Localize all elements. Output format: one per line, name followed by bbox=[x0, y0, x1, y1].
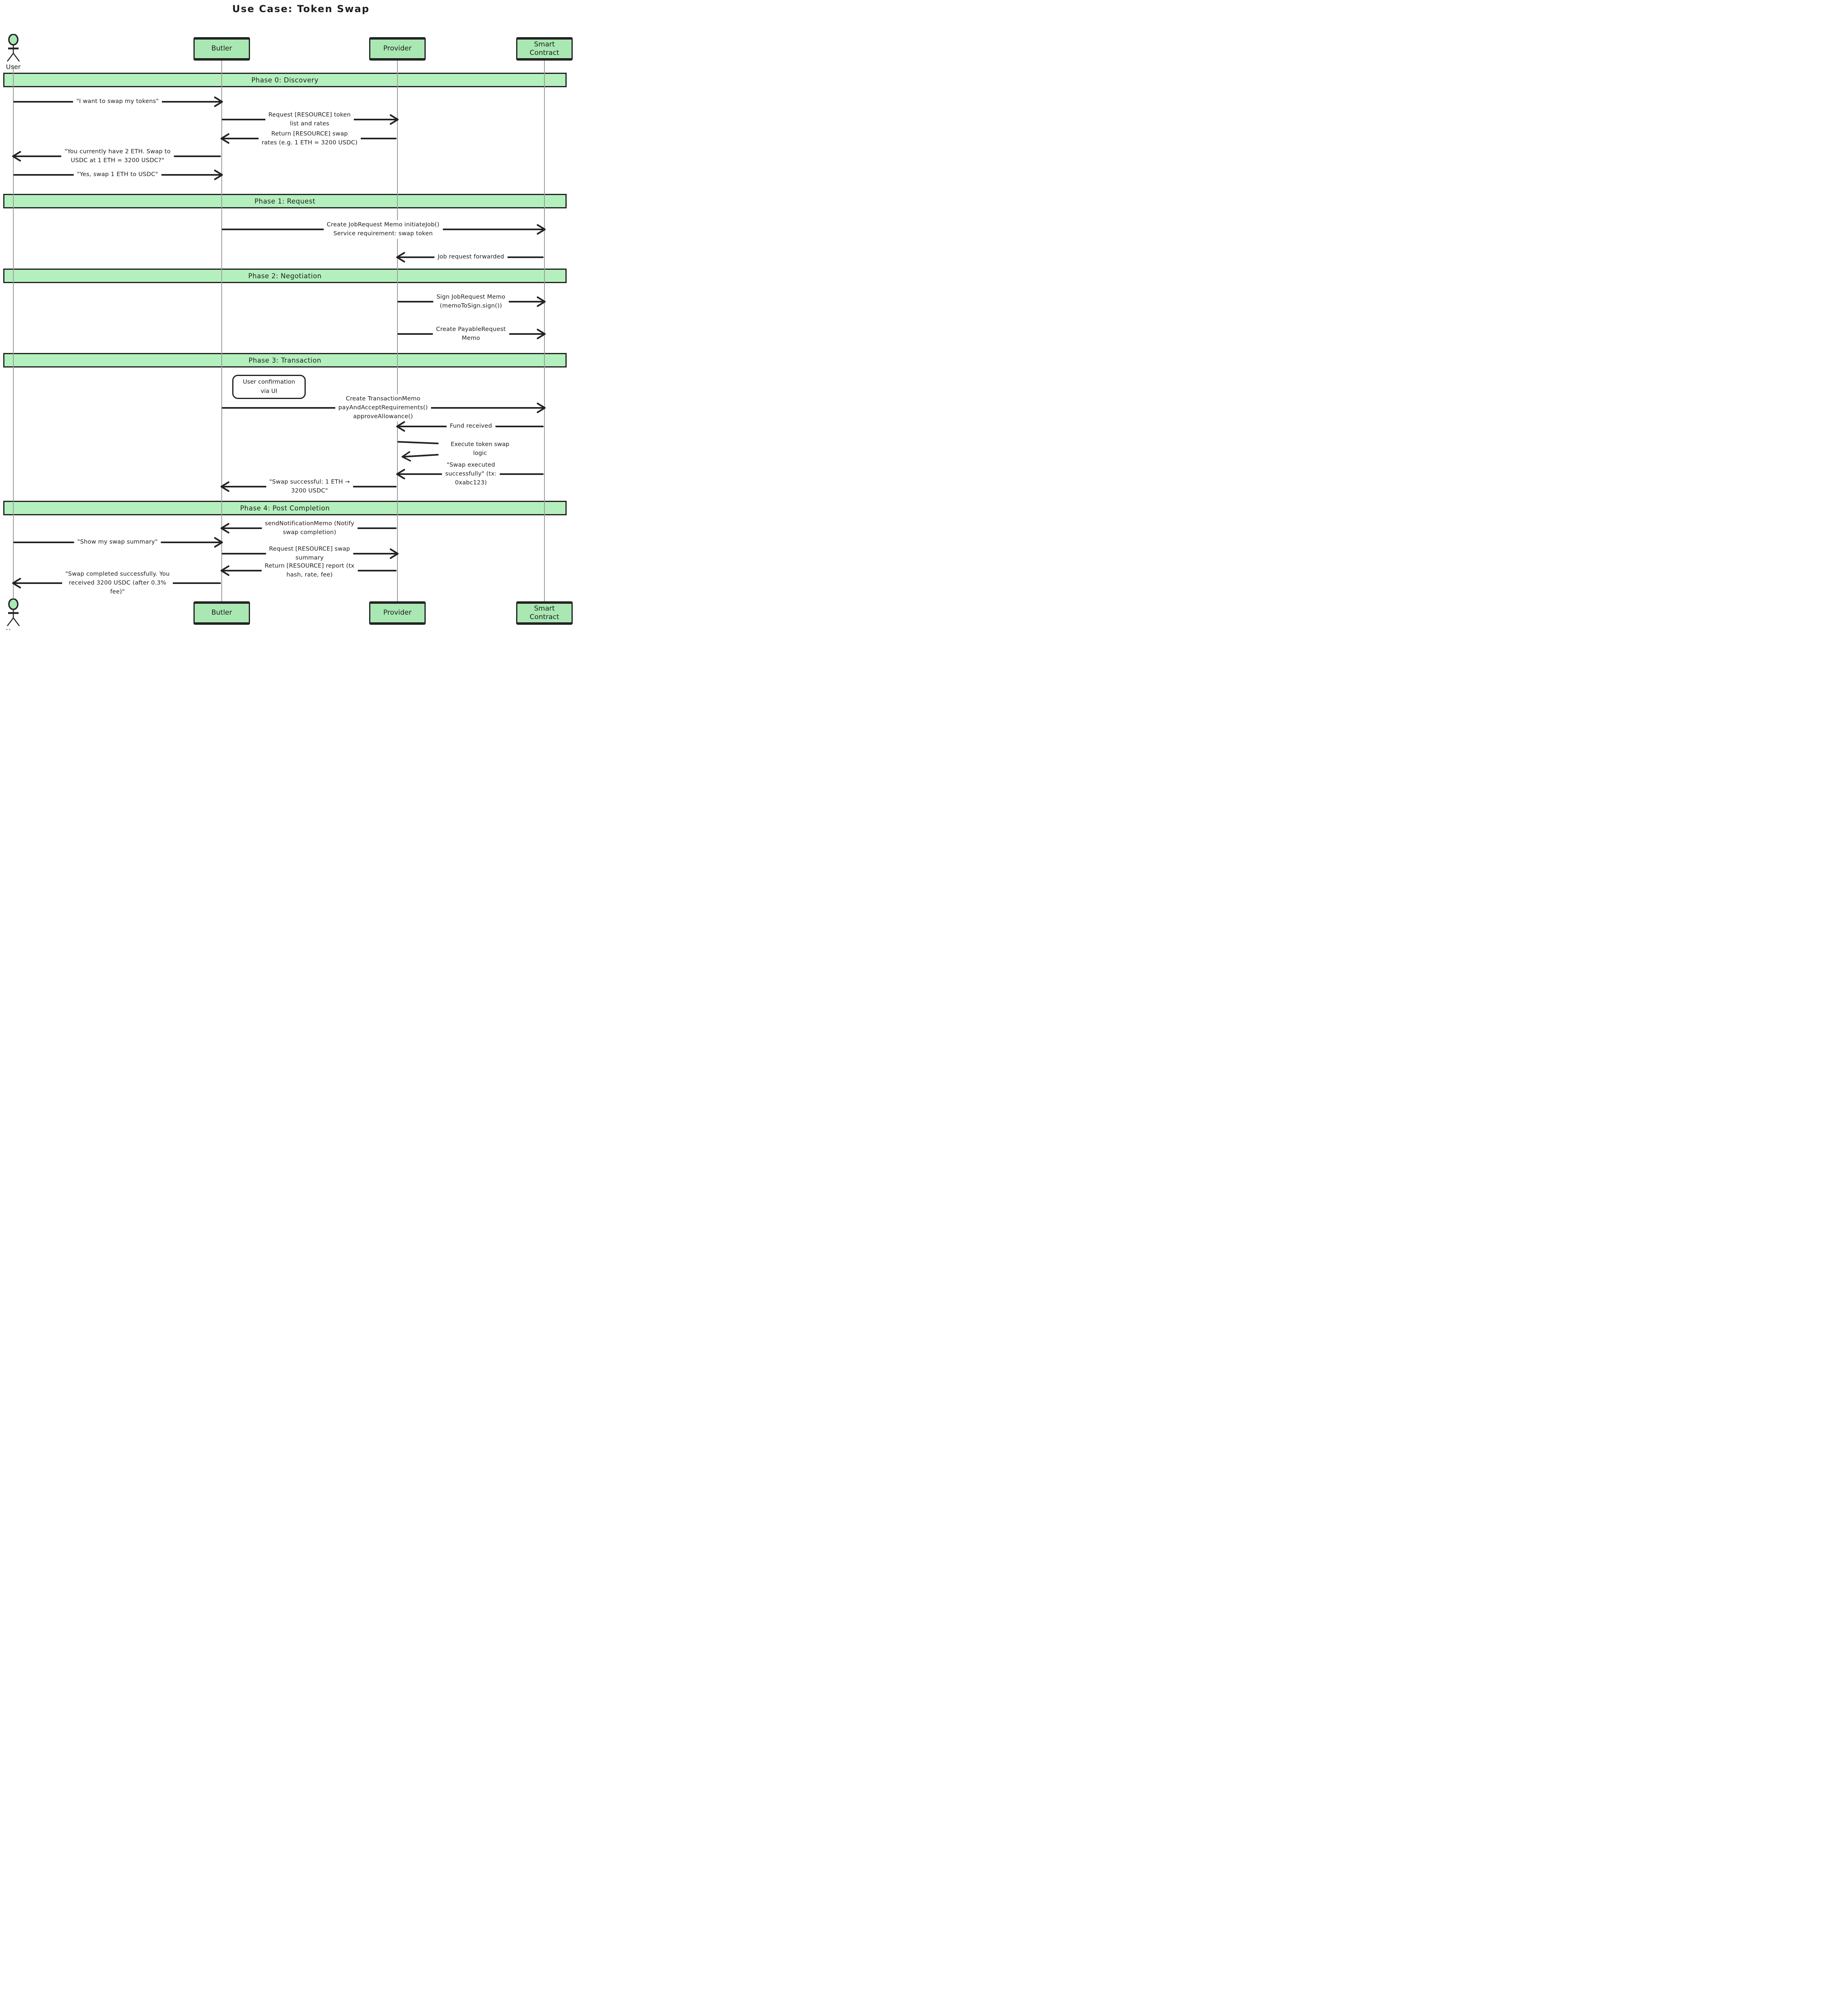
arrowhead-icon bbox=[11, 577, 22, 589]
lifeline-butler bbox=[221, 61, 222, 601]
message-label: Create JobRequest Memo initiateJob() Ser… bbox=[323, 220, 443, 239]
participant-box-butler-top: Butler bbox=[193, 37, 250, 61]
message-label: Return [RESOURCE] report (tx hash, rate,… bbox=[261, 561, 358, 580]
lifeline-user bbox=[13, 65, 14, 599]
arrowhead-icon bbox=[395, 468, 406, 480]
arrowhead-icon bbox=[220, 481, 230, 493]
message-label: "Show my swap summary" bbox=[74, 538, 161, 547]
message-label: Fund received bbox=[446, 422, 496, 431]
message-label: Create PayableRequest Memo bbox=[433, 325, 509, 343]
arrowhead-icon bbox=[536, 296, 546, 308]
message-label: Create TransactionMemo payAndAcceptRequi… bbox=[335, 394, 431, 422]
phase-band: Phase 2: Negotiation bbox=[3, 269, 567, 283]
arrowhead-icon bbox=[536, 223, 546, 235]
participant-box-smart-top: Smart Contract bbox=[516, 37, 573, 61]
self-message-label: Execute token swap logic bbox=[441, 440, 519, 458]
participant-box-butler-bottom: Butler bbox=[193, 601, 250, 625]
phase-band: Phase 1: Request bbox=[3, 194, 567, 208]
arrowhead-icon bbox=[213, 169, 224, 181]
participant-actor-user-bottom: User bbox=[1, 598, 25, 630]
message-label: Job request forwarded bbox=[434, 252, 508, 262]
arrowhead-icon bbox=[536, 328, 546, 340]
participant-box-smart-bottom: Smart Contract bbox=[516, 601, 573, 625]
arrowhead-icon bbox=[213, 536, 224, 548]
participant-label: User bbox=[1, 628, 25, 630]
message-label: Request [RESOURCE] token list and rates bbox=[265, 110, 354, 129]
arrowhead-icon bbox=[395, 420, 406, 433]
stick-figure-icon bbox=[7, 598, 20, 626]
self-message-execute-swap bbox=[397, 439, 443, 462]
lifeline-smart bbox=[544, 61, 545, 601]
arrowhead-icon bbox=[220, 132, 230, 145]
message-label: Sign JobRequest Memo (memoToSign.sign()) bbox=[433, 292, 509, 311]
arrowhead-icon bbox=[213, 96, 224, 108]
arrowhead-icon bbox=[220, 565, 230, 577]
phase-band: Phase 4: Post Completion bbox=[3, 501, 567, 515]
message-label: "I want to swap my tokens" bbox=[73, 97, 162, 107]
arrowhead-icon bbox=[395, 251, 406, 263]
message-label: sendNotificationMemo (Notify swap comple… bbox=[261, 519, 358, 538]
message-label: "Swap successful: 1 ETH → 3200 USDC" bbox=[266, 477, 353, 496]
arrowhead-icon bbox=[389, 548, 399, 560]
arrowhead-icon bbox=[536, 402, 546, 414]
arrowhead-icon bbox=[389, 113, 399, 126]
message-label: Return [RESOURCE] swap rates (e.g. 1 ETH… bbox=[258, 129, 361, 148]
note-user-confirmation: User confirmation via UI bbox=[232, 375, 306, 399]
phase-band: Phase 0: Discovery bbox=[3, 73, 567, 87]
participant-box-provider-bottom: Provider bbox=[369, 601, 426, 625]
participant-actor-user-top: User bbox=[1, 34, 25, 71]
lifeline-provider bbox=[397, 61, 398, 601]
arrowhead-icon bbox=[220, 522, 230, 534]
message-label: "You currently have 2 ETH. Swap to USDC … bbox=[61, 147, 174, 166]
message-label: "Swap completed successfully. You receiv… bbox=[62, 569, 173, 597]
message-label: "Yes, swap 1 ETH to USDC" bbox=[74, 170, 162, 180]
participant-box-provider-top: Provider bbox=[369, 37, 426, 61]
message-label: "Swap executed successfully" (tx: 0xabc1… bbox=[442, 460, 500, 488]
arrowhead-icon bbox=[11, 150, 22, 162]
diagram-title: Use Case: Token Swap bbox=[232, 3, 370, 15]
phase-band: Phase 3: Transaction bbox=[3, 353, 567, 368]
participant-label: User bbox=[6, 63, 21, 71]
stick-figure-icon bbox=[7, 34, 20, 62]
message-label: Request [RESOURCE] swap summary bbox=[266, 544, 353, 563]
